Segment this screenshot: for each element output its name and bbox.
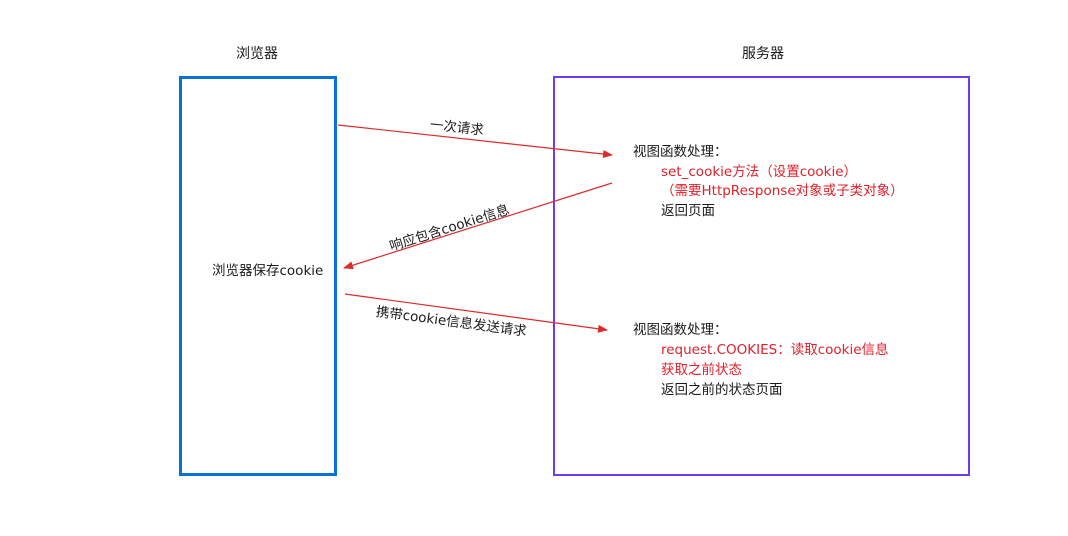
server-block2-line1: request.COOKIES：读取cookie信息 [661, 342, 889, 358]
request-arrow [337, 124, 613, 158]
server-block1-line3: 返回页面 [661, 203, 715, 219]
server-block1-line2: （需要HttpResponse对象或子类对象） [661, 183, 904, 199]
server-block1-heading: 视图函数处理： [633, 144, 728, 160]
response-arrow [343, 182, 613, 270]
server-block1-line1: set_cookie方法（设置cookie） [661, 164, 858, 180]
server-block2-line2: 获取之前状态 [661, 362, 742, 378]
server-box [553, 76, 970, 476]
browser-title: 浏览器 [236, 46, 278, 62]
server-block2-line3: 返回之前的状态页面 [661, 382, 783, 398]
carry-cookie-arrow [344, 293, 608, 333]
server-block2-heading: 视图函数处理： [633, 322, 728, 338]
browser-save-cookie-text: 浏览器保存cookie [212, 263, 324, 279]
server-title: 服务器 [742, 46, 784, 62]
browser-box [179, 76, 337, 476]
